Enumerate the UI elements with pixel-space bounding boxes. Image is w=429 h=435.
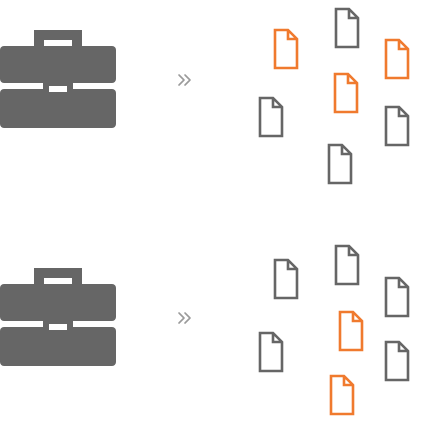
document-icon	[327, 143, 353, 185]
briefcase-icon	[0, 268, 116, 366]
document-icon	[384, 340, 410, 382]
document-icon	[338, 310, 364, 352]
document-icon	[384, 105, 410, 147]
document-icon	[334, 7, 360, 49]
document-icon	[258, 96, 284, 138]
diagram-row	[0, 244, 410, 416]
briefcase-icon	[0, 30, 116, 128]
diagram-row	[0, 7, 410, 185]
document-icon	[273, 28, 299, 70]
document-icon	[258, 331, 284, 373]
document-cluster	[258, 244, 410, 416]
document-icon	[384, 276, 410, 318]
document-icon	[333, 72, 359, 114]
document-cluster	[258, 7, 410, 185]
document-icon	[334, 244, 360, 286]
document-icon	[384, 38, 410, 80]
document-icon	[273, 258, 299, 300]
document-icon	[329, 374, 355, 416]
double-chevron-right-icon	[178, 74, 191, 86]
double-chevron-right-icon	[178, 312, 191, 324]
